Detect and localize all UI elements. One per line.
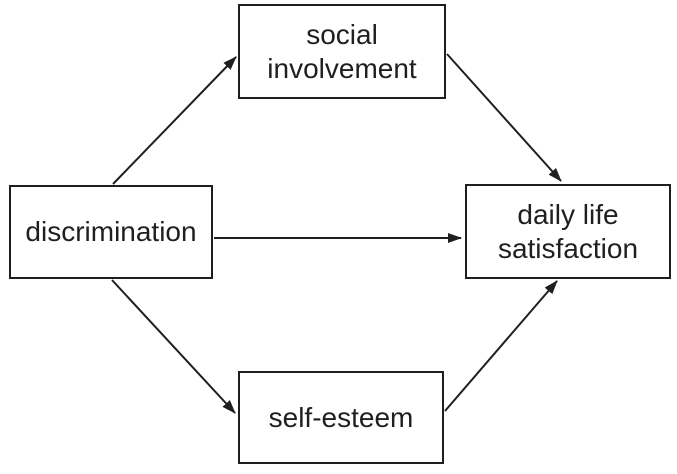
node-discrimination-label: discrimination — [25, 216, 197, 248]
node-social-involvement: social involvement — [238, 4, 446, 99]
arrow-discrimination-to-self_esteem — [111, 279, 236, 414]
node-self-esteem: self-esteem — [238, 371, 444, 464]
node-daily-life-satisfaction-label: daily life satisfaction — [497, 198, 639, 264]
node-social-involvement-label: social involvement — [267, 18, 417, 84]
arrow-self_esteem-to-daily_life_satisfaction — [444, 280, 558, 412]
arrow-social_involvement-to-daily_life_satisfaction — [446, 53, 562, 182]
node-daily-life-satisfaction: daily life satisfaction — [465, 184, 671, 279]
node-self-esteem-label: self-esteem — [268, 401, 414, 433]
arrow-discrimination-to-social_involvement — [112, 56, 237, 185]
node-discrimination: discrimination — [9, 185, 213, 279]
